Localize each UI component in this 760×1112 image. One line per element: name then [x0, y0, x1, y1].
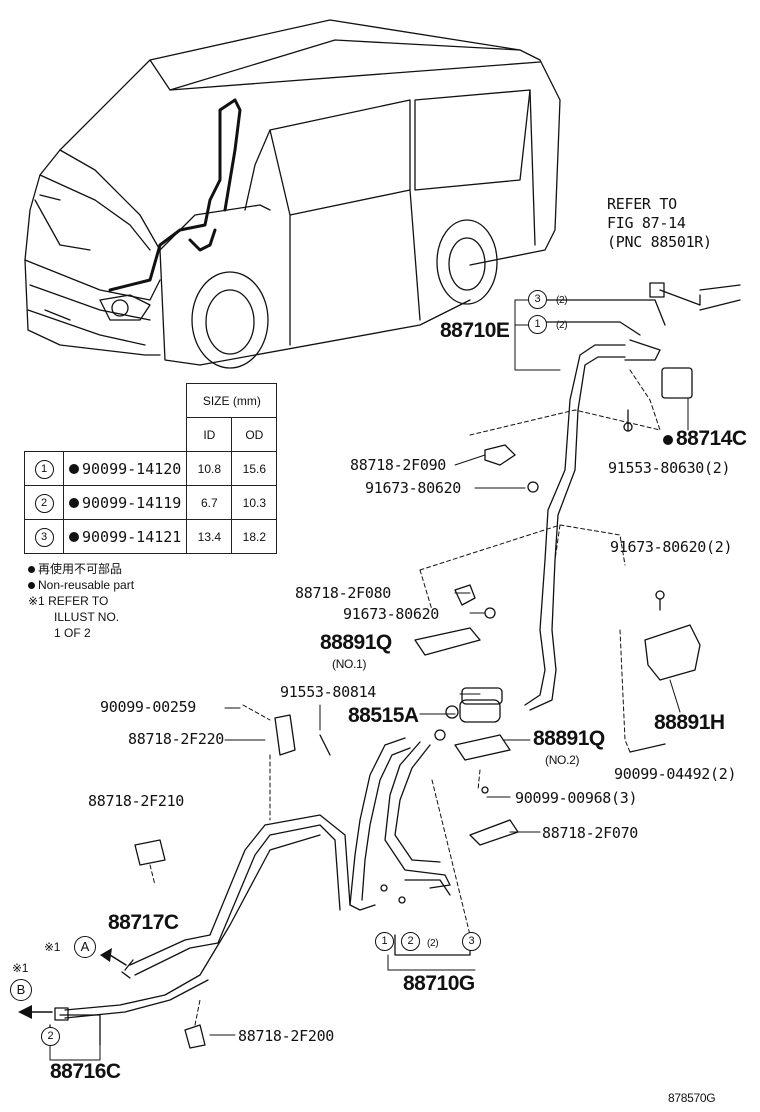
- non-reusable-dot-icon: [28, 566, 35, 573]
- qty-label: (2): [556, 295, 568, 306]
- table-row: 3 90099-14121 13.4 18.2: [24, 519, 278, 554]
- note-ref3: 1 OF 2: [54, 626, 91, 640]
- hose-size-table: SIZE (mm) ID OD 1 90099-14120 10.8 15.6 …: [24, 383, 278, 554]
- part-91673-80620-b[interactable]: 91673-80620: [343, 605, 440, 623]
- non-reusable-dot-icon: [663, 435, 673, 445]
- part-88718-2F210[interactable]: 88718-2F210: [88, 792, 185, 810]
- row-key: 1: [34, 459, 54, 479]
- od-value: 18.2: [231, 519, 278, 554]
- part-88710G[interactable]: 88710G: [403, 972, 475, 995]
- part-number[interactable]: 90099-14121: [82, 527, 182, 546]
- part-88515A[interactable]: 88515A: [348, 704, 419, 727]
- callout-circle-2: 2: [41, 1027, 60, 1046]
- note-jp-text: 再使用不可部品: [38, 562, 123, 576]
- refer-note-line3: (PNC 88501R): [607, 233, 712, 251]
- part-number: 88714C: [676, 427, 747, 450]
- part-90099-00259[interactable]: 90099-00259: [100, 698, 197, 716]
- col-id: ID: [186, 417, 233, 452]
- od-value: 15.6: [231, 451, 278, 486]
- part-90099-00968[interactable]: 90099-00968(3): [515, 789, 638, 807]
- part-91553-80630[interactable]: 91553-80630(2): [608, 459, 731, 477]
- size-header: SIZE (mm): [186, 383, 278, 418]
- part-91673-80620-2[interactable]: 91673-80620(2): [610, 538, 733, 556]
- expansion-valve-88515A: [434, 687, 503, 741]
- callout-circle-3: 3: [528, 290, 547, 309]
- callout-b[interactable]: B: [10, 979, 32, 1001]
- part-88716C[interactable]: 88716C: [50, 1060, 121, 1083]
- part-88718-2F220[interactable]: 88718-2F220: [128, 730, 225, 748]
- non-reusable-dot-icon: [69, 463, 79, 474]
- part-88718-2F090[interactable]: 88718-2F090: [350, 456, 447, 474]
- part-88891H[interactable]: 88891H: [654, 711, 725, 734]
- liquid-line-88717C: [49, 814, 351, 1046]
- figure-code: 878570G: [668, 1091, 716, 1105]
- callout-arrows: [18, 948, 112, 1019]
- callout-circle-1: 1: [528, 315, 547, 334]
- id-value: 6.7: [186, 485, 233, 520]
- note-ref1: ※1 REFER TO: [28, 594, 109, 608]
- part-88717C[interactable]: 88717C: [108, 911, 179, 934]
- col-od: OD: [231, 417, 278, 452]
- hose-88710E: [524, 282, 741, 711]
- part-88718-2F200[interactable]: 88718-2F200: [238, 1027, 335, 1045]
- table-row: 2 90099-14119 6.7 10.3: [24, 485, 278, 520]
- part-91673-80620-a[interactable]: 91673-80620: [365, 479, 462, 497]
- non-reusable-dot-icon: [69, 531, 79, 542]
- no2-label: (NO.2): [545, 753, 580, 767]
- note-jp: 再使用不可部品: [28, 561, 134, 577]
- callout-circle-1: 1: [375, 932, 394, 951]
- note-ref2: ILLUST NO.: [54, 610, 120, 624]
- part-88718-2F070[interactable]: 88718-2F070: [542, 824, 639, 842]
- part-88718-2F080[interactable]: 88718-2F080: [295, 584, 392, 602]
- dashed-leaders: [149, 369, 661, 1026]
- note-en-text: Non-reusable part: [38, 578, 135, 592]
- non-reusable-dot-icon: [69, 497, 79, 508]
- part-88714C[interactable]: 88714C: [663, 428, 747, 450]
- id-value: 13.4: [186, 519, 233, 554]
- part-88710E[interactable]: 88710E: [440, 319, 510, 342]
- od-value: 10.3: [231, 485, 278, 520]
- row-key: 3: [34, 527, 54, 547]
- refer-note-line1: REFER TO: [607, 195, 677, 213]
- part-88891Q-no1[interactable]: 88891Q: [320, 631, 392, 654]
- part-90099-04492[interactable]: 90099-04492(2): [614, 765, 737, 783]
- part-91553-80814[interactable]: 91553-80814: [280, 683, 377, 701]
- legend-notes: 再使用不可部品 Non-reusable part ※1 REFER TO IL…: [28, 561, 134, 641]
- no1-label: (NO.1): [332, 657, 367, 671]
- callout-circle-2: 2: [401, 932, 420, 951]
- qty-label: (2): [556, 320, 568, 331]
- part-88891Q-no2[interactable]: 88891Q: [533, 727, 605, 750]
- part-number[interactable]: 90099-14120: [82, 459, 182, 478]
- note-en: Non-reusable part: [28, 577, 134, 593]
- table-row: 1 90099-14120 10.8 15.6: [24, 451, 278, 486]
- callout-circle-3: 3: [462, 932, 481, 951]
- id-value: 10.8: [186, 451, 233, 486]
- ref-mark-b: ※1: [12, 961, 29, 975]
- qty-label: (2): [427, 938, 439, 949]
- non-reusable-dot-icon: [28, 582, 35, 589]
- part-number[interactable]: 90099-14119: [82, 493, 182, 512]
- van-illustration: [24, 19, 561, 369]
- row-key: 2: [34, 493, 54, 513]
- hose-88710G: [349, 737, 471, 956]
- callout-a[interactable]: A: [74, 936, 96, 958]
- refer-note-line2: FIG 87-14: [607, 214, 686, 232]
- leader-lines: [49, 299, 689, 1061]
- ref-mark-a: ※1: [44, 940, 61, 954]
